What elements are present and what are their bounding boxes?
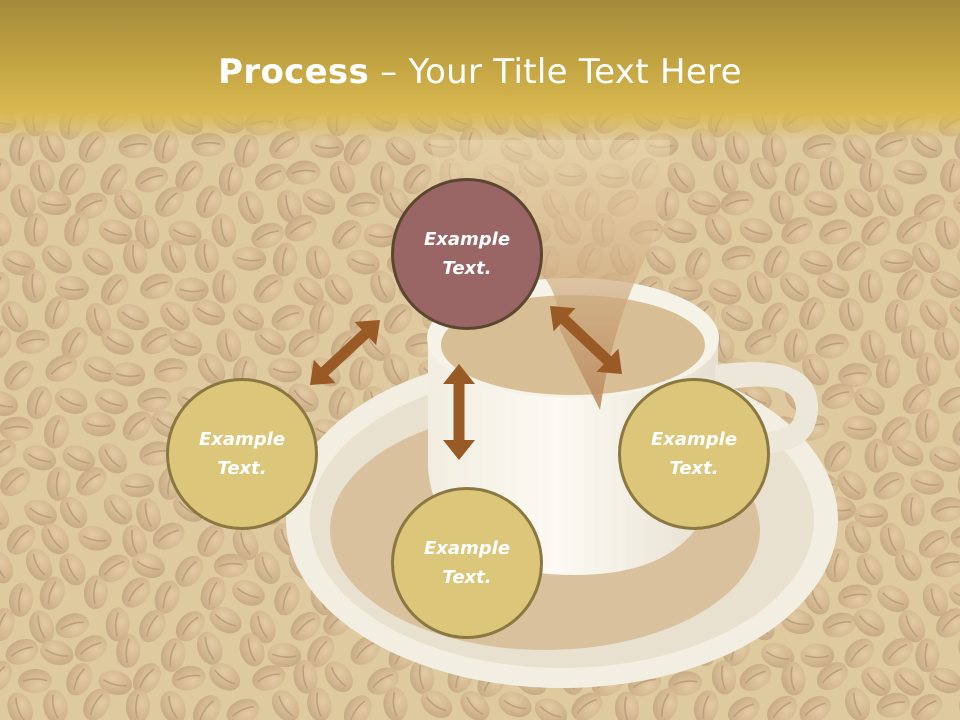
process-node-right[interactable]: Example Text. — [618, 378, 770, 530]
page-title: Process – Your Title Text Here — [0, 52, 960, 92]
title-band — [0, 0, 960, 140]
process-node-bottom-label: Example Text. — [423, 538, 511, 588]
process-node-left[interactable]: Example Text. — [166, 378, 318, 530]
process-node-bottom[interactable]: Example Text. — [391, 487, 543, 639]
page-title-rest: – Your Title Text Here — [369, 52, 742, 92]
arrow-center-vertical — [443, 364, 475, 460]
page-title-bold: Process — [218, 52, 370, 92]
arrow-top-left — [310, 320, 380, 385]
process-node-left-label: Example Text. — [198, 429, 286, 479]
cup-handle — [715, 362, 819, 454]
process-node-right-label: Example Text. — [650, 429, 738, 479]
process-node-top[interactable]: Example Text. — [391, 178, 543, 330]
arrow-top-right — [550, 306, 622, 374]
process-node-top-label: Example Text. — [423, 229, 511, 279]
